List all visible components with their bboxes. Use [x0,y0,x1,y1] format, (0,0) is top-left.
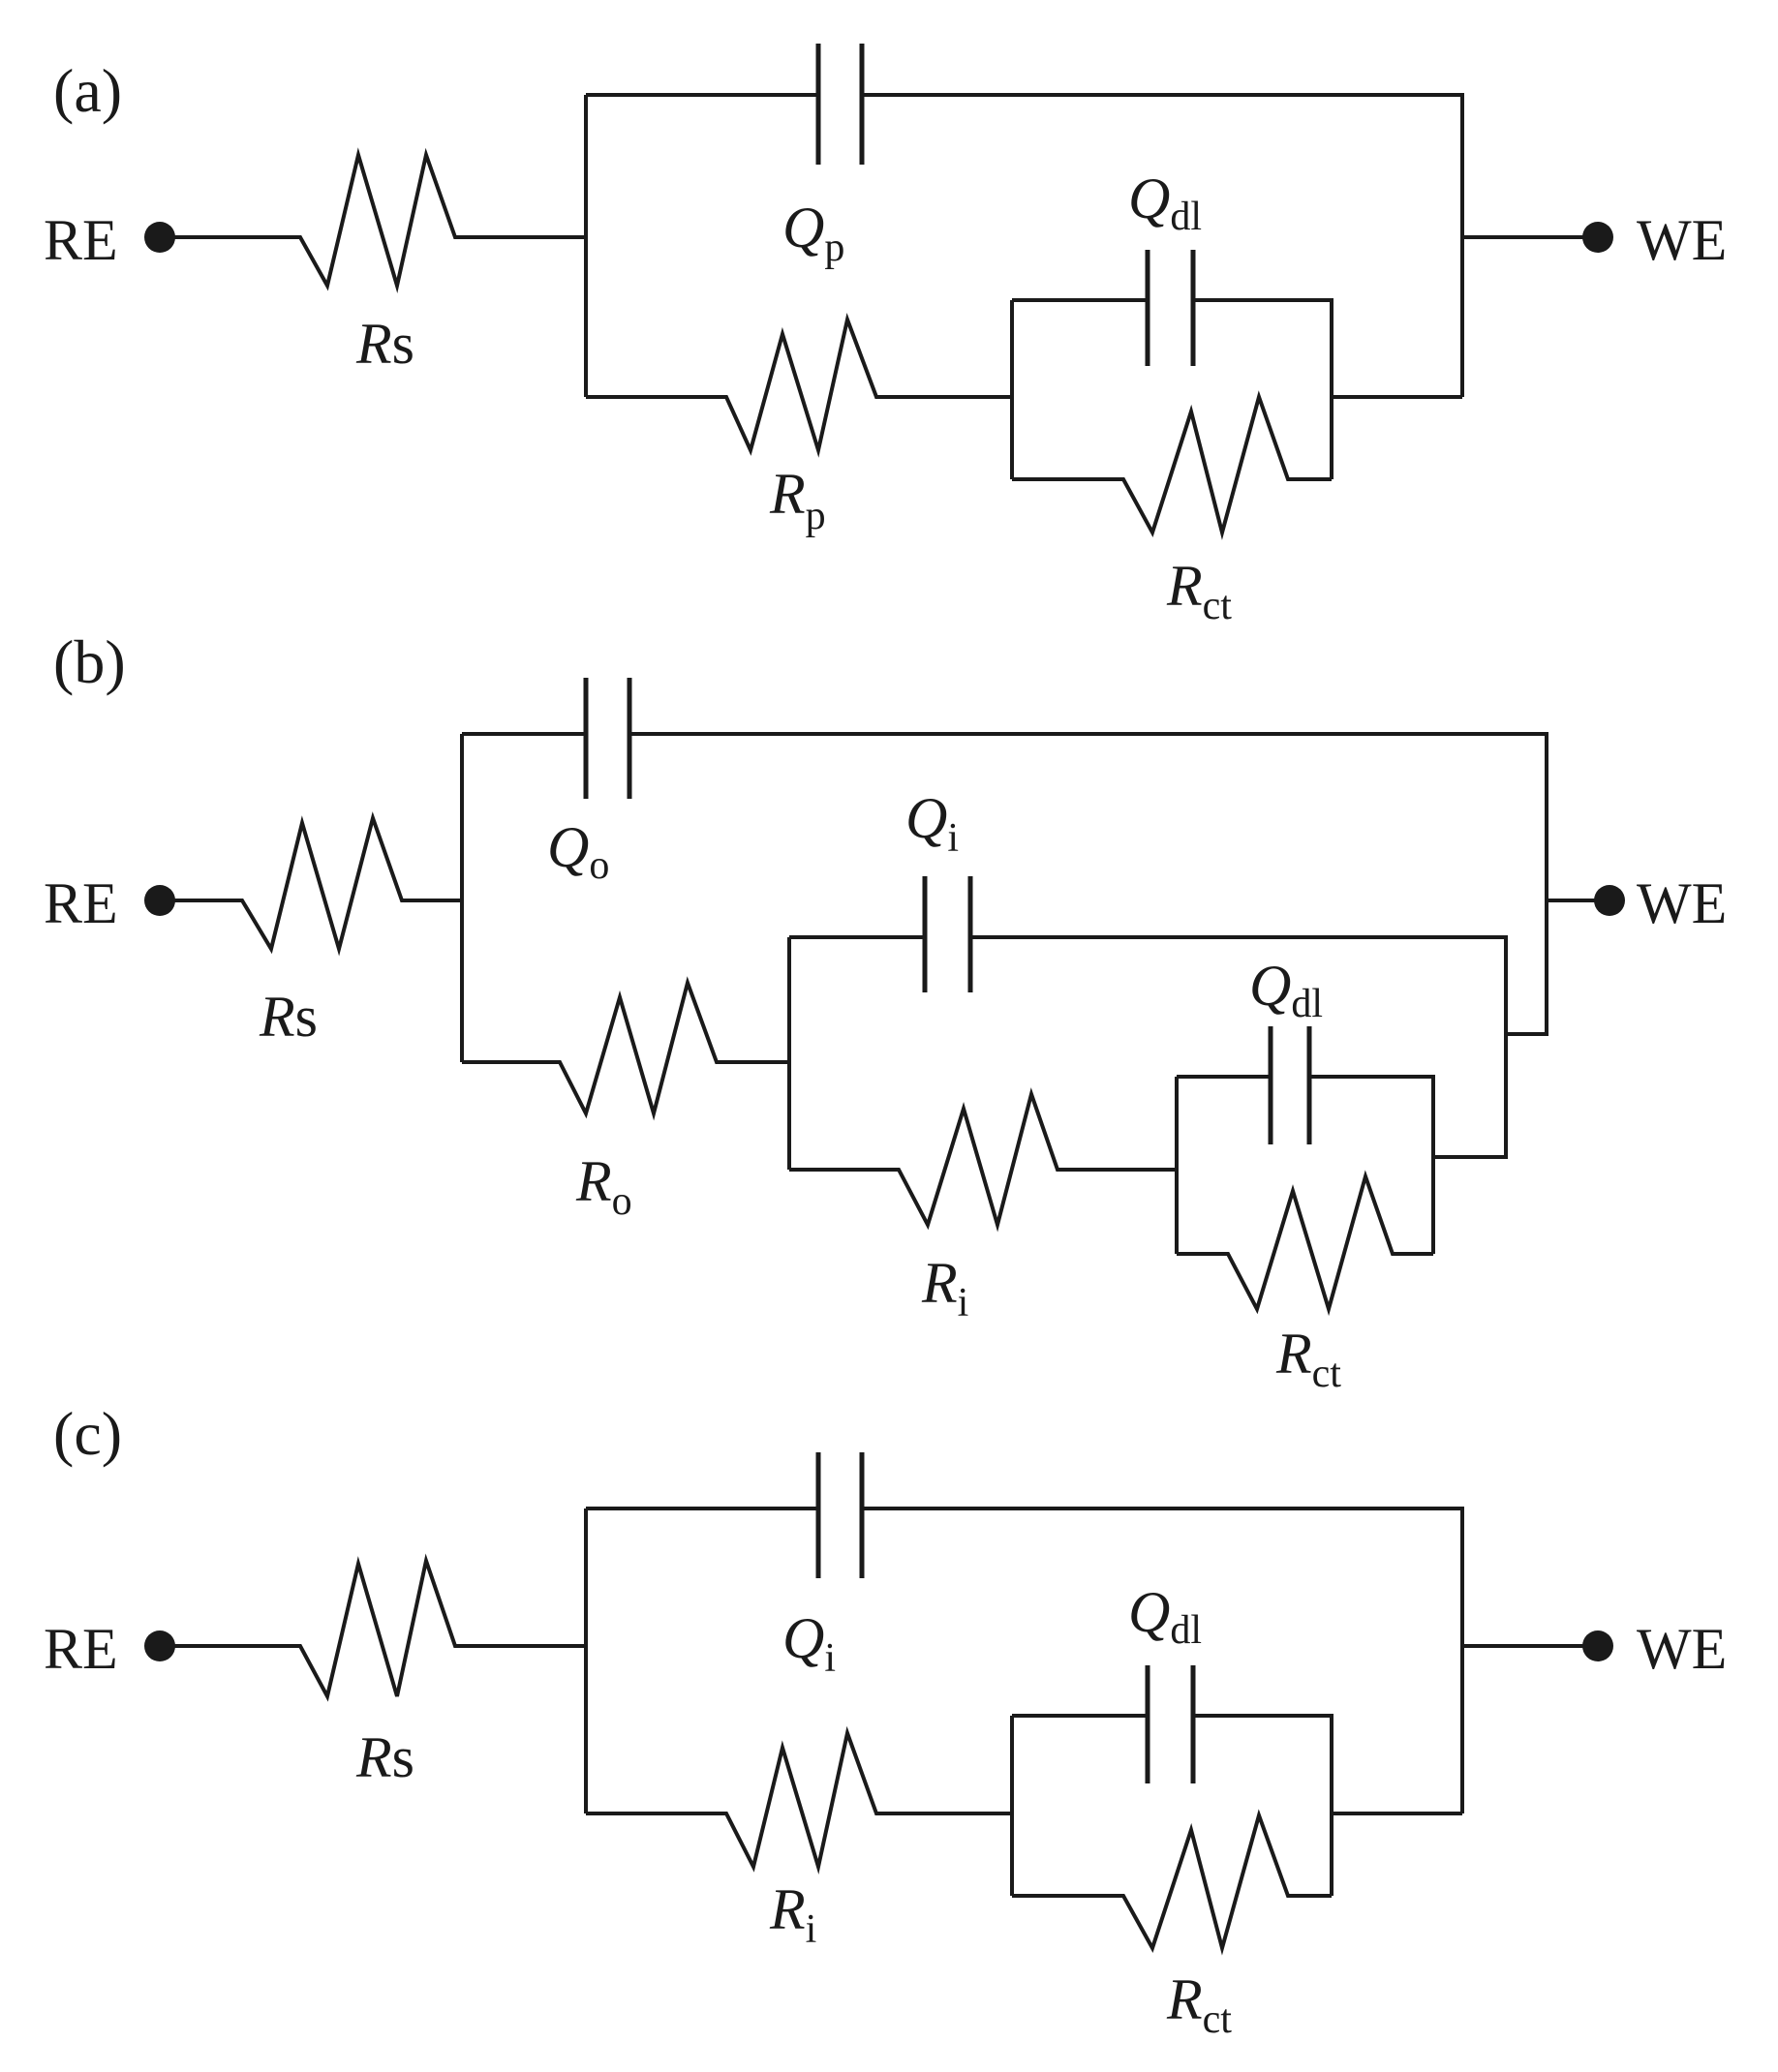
label-rct-b: Rct [1275,1322,1341,1396]
outer-rails-a [584,93,1598,397]
we-label-b: WE [1637,871,1727,935]
panel-b: (b) RE WE Rs Qo Qi Qdl Ro Ri Rct [44,627,1727,1396]
re-label-c: RE [44,1617,118,1681]
capacitor-qdl-b [1268,1026,1312,1144]
resistor-rp-a [586,312,1012,458]
panel-b-label: (b) [53,627,126,696]
capacitor-qi-c [815,1452,865,1578]
capacitor-qi-b [922,876,973,992]
inner-rails-b [1175,1075,1435,1254]
inner-rails-c [1010,1714,1462,1896]
resistor-ri-b [789,1087,1177,1233]
we-label-c: WE [1637,1617,1727,1681]
label-rp-a: Rp [769,462,826,538]
capacitor-qdl-a [1145,250,1196,366]
label-qi-c: Qi [782,1606,836,1681]
middle-rails-b [787,935,1508,1170]
resistor-rs-a [160,147,586,293]
label-rct-a: Rct [1166,554,1232,628]
label-qp-a: Qp [782,196,844,270]
label-ri-b: Ri [921,1251,968,1325]
capacitor-qo-b [583,678,632,799]
label-rs-c: Rs [355,1725,414,1789]
resistor-ri-c [586,1725,1012,1874]
label-qdl-b: Qdl [1249,954,1323,1026]
resistor-rct-b [1177,1170,1433,1317]
resistor-rs-c [160,1553,586,1702]
re-label-b: RE [44,871,118,935]
panel-a-label: (a) [53,56,122,125]
label-ro-b: Ro [575,1149,632,1224]
outer-rails-c [584,1507,1598,1813]
resistor-rs-b [160,811,462,957]
outer-rails-b [460,732,1609,1062]
label-qo-b: Qo [547,815,609,888]
panel-a: (a) RE WE Rs Qp Qdl Rp Rct [44,44,1727,628]
label-rs-b: Rs [259,985,318,1049]
resistor-ro-b [462,976,789,1121]
capacitor-qdl-c [1145,1665,1196,1783]
label-ri-c: Ri [769,1877,816,1952]
resistor-rct-c [1012,1809,1332,1956]
panel-c: (c) RE WE Rs Qi Qdl Ri Rct [44,1399,1727,2042]
panel-c-label: (c) [53,1399,122,1468]
label-rs-a: Rs [355,312,414,376]
label-qdl-a: Qdl [1128,167,1202,239]
we-label-a: WE [1637,208,1727,272]
re-label-a: RE [44,208,118,272]
inner-rails-a [1010,298,1462,479]
capacitor-qp-a [815,44,865,165]
label-qdl-c: Qdl [1128,1580,1202,1653]
resistor-rct-a [1012,390,1332,540]
label-rct-c: Rct [1166,1967,1232,2042]
label-qi-b: Qi [905,786,959,861]
